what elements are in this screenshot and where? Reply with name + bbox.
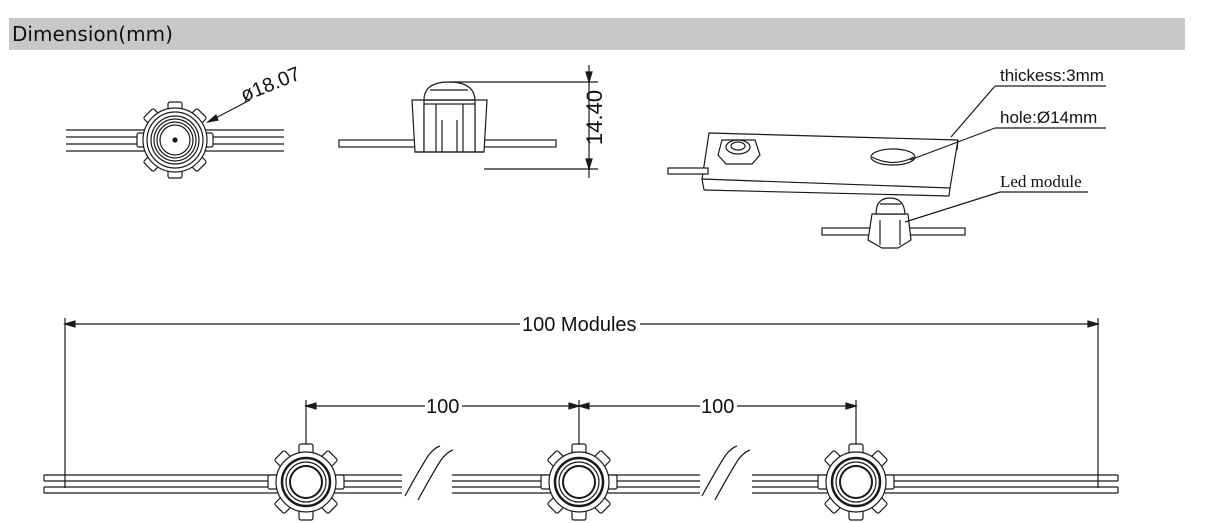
assembly-view (667, 85, 1106, 249)
hole-label: hole:Ø14mm (1000, 108, 1097, 127)
diameter-label: ø18.07 (238, 63, 304, 107)
side-view-module (338, 65, 598, 178)
top-view-module (66, 99, 284, 179)
spacing-label-1: 100 (426, 396, 459, 418)
string-module-3 (817, 443, 895, 521)
height-label: 14.40 (582, 90, 607, 145)
thickness-label: thickess:3mm (1000, 66, 1104, 85)
string-module-1 (267, 443, 345, 521)
module-label: Led module (1000, 172, 1082, 191)
section-title: Dimension(mm) (12, 22, 173, 46)
spacing-label-2: 100 (701, 396, 734, 418)
string-module-2 (540, 443, 618, 521)
header-bar: Dimension(mm) (9, 18, 1185, 50)
total-length-label: 100 Modules (522, 314, 637, 336)
